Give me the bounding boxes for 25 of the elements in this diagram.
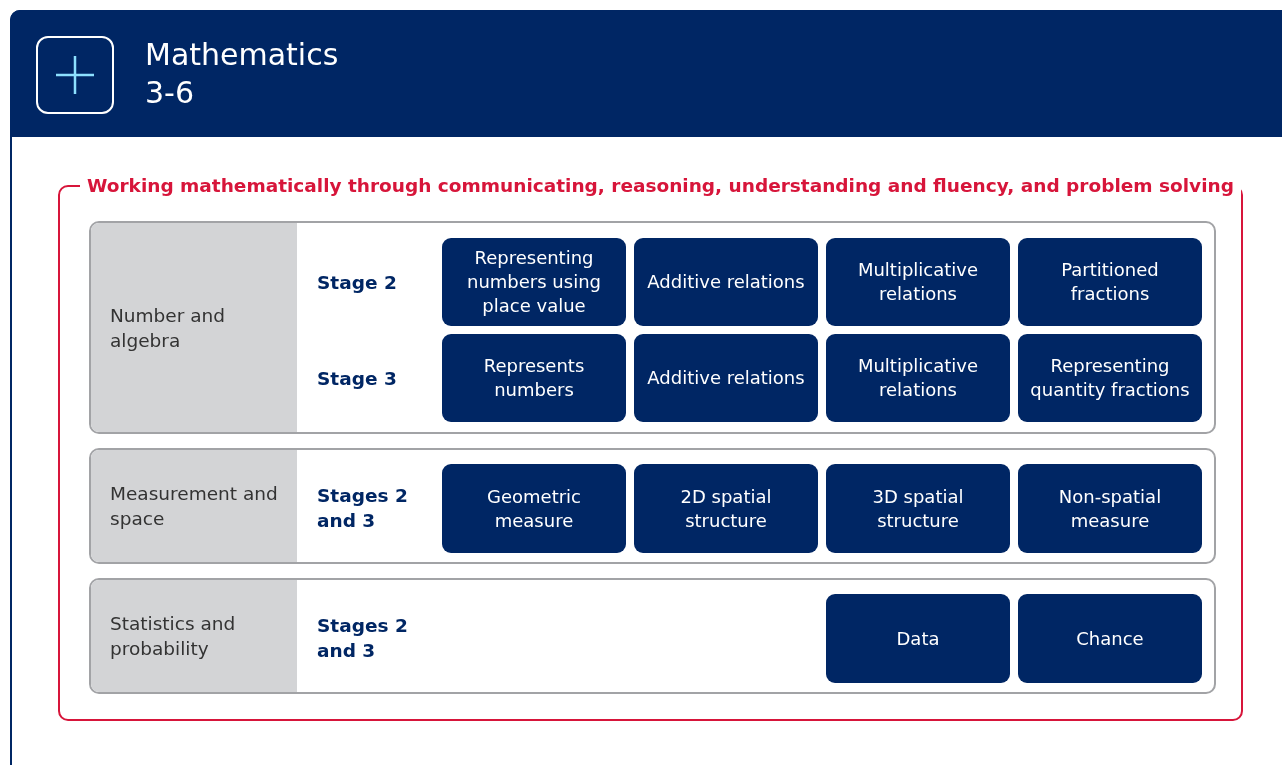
strand-row: [89, 578, 1216, 694]
focus-area-tile: Multiplicative relations: [826, 334, 1010, 422]
focus-area-tile: Additive relations: [634, 238, 818, 326]
stage-label: Stage 2: [317, 270, 398, 295]
focus-area-tile: 3D spatial structure: [826, 464, 1010, 553]
strand-label: Measurement and space: [91, 450, 297, 562]
focus-area-tile: Geometric measure: [442, 464, 626, 553]
focus-area-tile: Representing numbers using place value: [442, 238, 626, 326]
stage-label: Stage 3: [317, 366, 398, 391]
stage-label: Stages 2 and 3: [317, 484, 409, 533]
focus-area-tile: Represents numbers: [442, 334, 626, 422]
strand-row: [89, 448, 1216, 564]
strand-row: [89, 221, 1216, 434]
focus-area-tile: Additive relations: [634, 334, 818, 422]
focus-area-tile: Chance: [1018, 594, 1202, 683]
focus-area-tile: Representing quantity fractions: [1018, 334, 1202, 422]
strand-label: Number and algebra: [91, 223, 297, 432]
focus-area-tile: Multiplicative relations: [826, 238, 1010, 326]
strand-label: Statistics and probability: [91, 580, 297, 692]
focus-area-tile: Data: [826, 594, 1010, 683]
focus-area-tile: Partitioned fractions: [1018, 238, 1202, 326]
focus-area-tile: 2D spatial structure: [634, 464, 818, 553]
stage-label: Stages 2 and 3: [317, 614, 409, 663]
focus-area-tile: Non-spatial measure: [1018, 464, 1202, 553]
page-title: Mathematics 3-6: [145, 36, 340, 112]
